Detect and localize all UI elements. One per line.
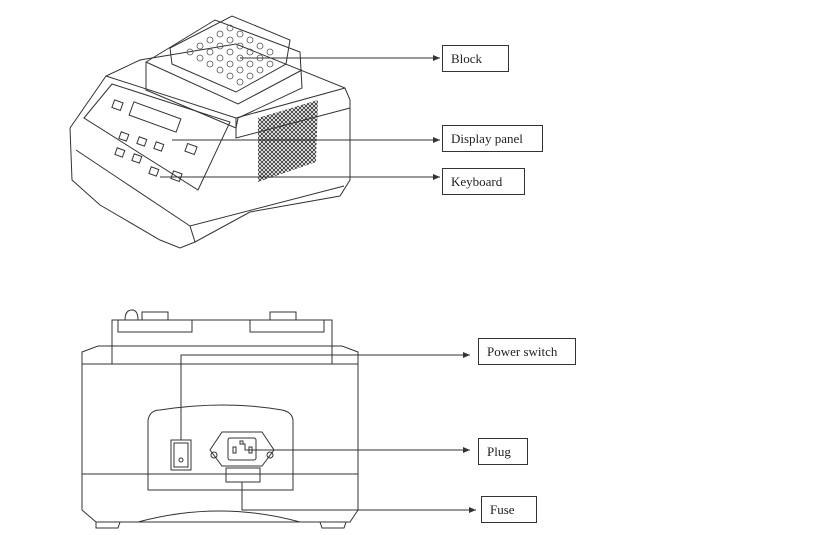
instrument-rear-view <box>81 309 359 529</box>
leader-fuse <box>241 482 476 513</box>
label-fuse: Fuse <box>481 496 537 523</box>
sample-block-holder <box>145 19 303 129</box>
instrument-perspective-view <box>69 15 351 249</box>
vent-grille <box>258 100 318 182</box>
keyboard-buttons <box>111 99 198 183</box>
plug-socket <box>209 431 275 467</box>
leader-power-switch <box>180 352 470 440</box>
label-power-switch: Power switch <box>478 338 576 365</box>
fuse-holder <box>225 467 261 483</box>
top-block <box>111 319 333 365</box>
sample-wells <box>186 24 274 86</box>
leader-lines-bottom <box>180 352 476 513</box>
control-panel-face <box>83 83 231 191</box>
leader-lines-top <box>160 55 440 180</box>
rear-panel <box>147 404 294 491</box>
leader-plug <box>242 443 470 453</box>
display-window <box>128 101 182 133</box>
label-keyboard: Keyboard <box>442 168 525 195</box>
rear-body <box>81 345 359 523</box>
label-plug: Plug <box>478 438 528 465</box>
label-display-panel: Display panel <box>442 125 543 152</box>
label-block: Block <box>442 45 509 72</box>
instrument-body <box>69 43 351 249</box>
